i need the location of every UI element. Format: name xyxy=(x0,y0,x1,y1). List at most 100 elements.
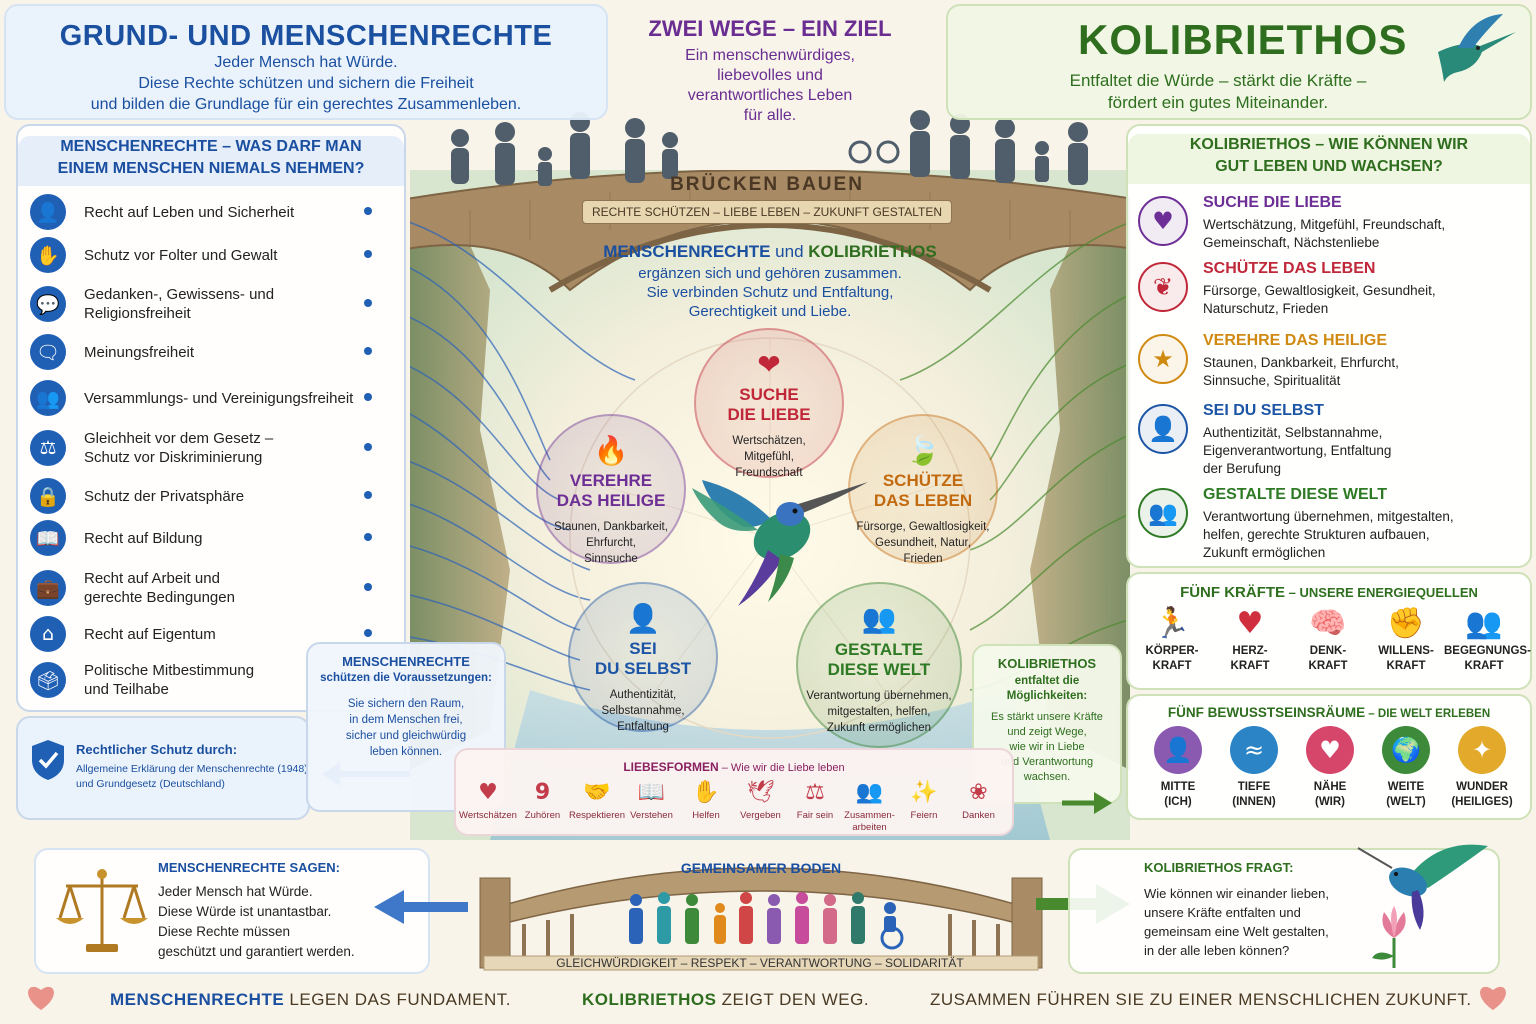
rights-note-subtitle: schützen die Voraussetzungen: xyxy=(320,672,492,684)
center-intro-part1: MENSCHENRECHTE xyxy=(603,242,771,261)
legal-text: Allgemeine Erklärung der Menschenrechte … xyxy=(76,763,308,790)
heart-icon: ♥ xyxy=(1138,196,1188,246)
heart-icon: ❤ xyxy=(757,348,781,381)
rooms-subtitle: – DIE WELT ERLEBEN xyxy=(1365,708,1491,720)
love-form-item: ✨Feiern xyxy=(892,780,956,822)
connector-dot xyxy=(364,393,372,401)
rights-list-item: 🗳Politische Mitbestimmung und Teilhabe xyxy=(30,660,372,700)
force-item: ♥ HERZ- KRAFT xyxy=(1210,606,1290,674)
header-right-title: KOLIBRIETHOS xyxy=(1078,16,1408,63)
speech-bubble-icon: 🗨 xyxy=(30,334,66,370)
bridge-subtitle: RECHTE SCHÜTZEN – LIEBE LEBEN – ZUKUNFT … xyxy=(582,200,952,224)
hummingbird-icon xyxy=(692,480,868,606)
hummingbird-with-flower-icon xyxy=(1357,844,1488,968)
scales-of-justice-icon xyxy=(56,869,148,952)
love-form-item: 🕊Vergeben xyxy=(729,780,793,822)
rights-item-label: Meinungsfreiheit xyxy=(84,343,195,361)
rooms-title: FÜNF BEWUSSTSEINSRÄUME xyxy=(1167,705,1366,720)
rights-list-item: 👤Recht auf Leben und Sicherheit xyxy=(30,192,372,232)
room-label: WEITE (WELT) xyxy=(1386,781,1426,808)
love-forms-title: LIEBESFORMEN xyxy=(623,760,719,774)
kolibri-item-text: Authentizität, Selbstannahme, Eigenveran… xyxy=(1203,425,1392,476)
connector-dot xyxy=(364,207,372,215)
consciousness-room-item: 🌍WEITE (WELT) xyxy=(1364,726,1448,810)
love-form-item: 👥Zusammen- arbeiten xyxy=(838,780,902,834)
helping-hand-icon: ✋ xyxy=(692,780,720,805)
kolibri-item-text: Fürsorge, Gewaltlosigkeit, Gesundheit, N… xyxy=(1203,283,1436,316)
circle-text: Wertschätzen, Mitgefühl, Freundschaft xyxy=(732,435,806,479)
connector-dot xyxy=(364,443,372,451)
right-panel-title: KOLIBRIETHOS – WIE KÖNNEN WIR GUT LEBEN … xyxy=(1128,134,1530,184)
connector-dot xyxy=(364,533,372,541)
leaf-icon: 🍃 xyxy=(905,434,941,467)
header-left-title: GRUND- UND MENSCHENRECHTE xyxy=(59,20,553,52)
hand-icon: ✋ xyxy=(30,237,66,273)
header-center-title: ZWEI WEGE – EIN ZIEL xyxy=(648,16,892,41)
right-kolibri-panel: KOLIBRIETHOS – WIE KÖNNEN WIR GUT LEBEN … xyxy=(1126,124,1532,568)
consciousness-room-item: 👤MITTE (ICH) xyxy=(1136,726,1220,810)
rights-list-item: 👥Versammlungs- und Vereinigungsfreiheit xyxy=(30,378,372,418)
love-form-item: 🤝Respektieren xyxy=(565,780,629,822)
center-intro-heading: MENSCHENRECHTE und KOLIBRIETHOS xyxy=(570,242,970,262)
rights-item-label: Gedanken-, Gewissens- und Religionsfreih… xyxy=(84,286,275,322)
rights-list-item: 📖Recht auf Bildung xyxy=(30,518,372,558)
left-rights-panel: MENSCHENRECHTE – WAS DARF MAN EINEM MENS… xyxy=(16,124,406,712)
scales-icon: ⚖ xyxy=(805,780,825,805)
force-item: 🏃KÖRPER- KRAFT xyxy=(1132,606,1212,674)
heart-icon xyxy=(1480,986,1506,1010)
book-icon: 📖 xyxy=(30,520,66,556)
love-form-label: Verstehen xyxy=(630,810,673,821)
footer-part2-text: ZEIGT DEN WEG. xyxy=(716,990,870,1009)
kolibri-note-title: KOLIBRIETHOS xyxy=(997,656,1097,671)
header-left-panel: GRUND- UND MENSCHENRECHTE Jeder Mensch h… xyxy=(4,4,608,120)
person-icon: 👤 xyxy=(625,602,661,635)
book-icon: 📖 xyxy=(637,780,666,805)
footer-part2-bold: KOLIBRIETHOS xyxy=(582,990,717,1009)
force-label: HERZ- KRAFT xyxy=(1230,645,1270,672)
love-form-label: Vergeben xyxy=(740,810,781,821)
love-form-item: ♥Wertschätzen xyxy=(456,780,520,822)
love-form-label: Fair sein xyxy=(796,810,834,821)
brain-icon: 🧠 xyxy=(1309,606,1347,641)
circle-text: Authentizität, Selbstannahme, Entfaltung xyxy=(601,689,685,733)
love-form-label: Feiern xyxy=(910,810,938,821)
footer-part1: MENSCHENRECHTE LEGEN DAS FUNDAMENT. xyxy=(110,990,511,1010)
kolibri-asks-title: KOLIBRIETHOS FRAGT: xyxy=(1144,860,1294,875)
arrow-left-large-icon xyxy=(374,890,468,924)
consciousness-room-item: ≈TIEFE (INNEN) xyxy=(1212,726,1296,810)
heart-icon: ♥ xyxy=(1236,606,1264,641)
consciousness-room-item: ✦WUNDER (HEILIGES) xyxy=(1440,726,1524,810)
kolibri-item-title: GESTALTE DIESE WELT xyxy=(1203,486,1387,503)
person-icon: 👤 xyxy=(1138,404,1188,454)
kolibri-item-text: Verantwortung übernehmen, mitgestalten, … xyxy=(1203,509,1454,560)
rights-item-label: Gleichheit vor dem Gesetz – Schutz vor D… xyxy=(84,430,274,466)
room-label: NÄHE (WIR) xyxy=(1313,781,1347,808)
kolibri-item-title: SCHÜTZE DAS LEBEN xyxy=(1203,260,1376,277)
arrow-right-icon xyxy=(1062,792,1112,814)
circle-title: SCHÜTZE DAS LEBEN xyxy=(873,471,973,510)
briefcase-icon: 💼 xyxy=(30,570,66,606)
love-form-label: Zuhören xyxy=(524,810,561,821)
force-item: ✊WILLENS- KRAFT xyxy=(1366,606,1446,674)
love-forms-panel: LIEBESFORMEN – Wie wir die Liebe leben xyxy=(454,748,1014,836)
kolibri-asks-text: Wie können wir einander lieben, unsere K… xyxy=(1144,886,1329,958)
love-form-item: ✋Helfen xyxy=(674,780,738,822)
rights-item-label: Recht auf Arbeit und gerechte Bedingunge… xyxy=(84,570,235,606)
love-forms-subtitle: – Wie wir die Liebe leben xyxy=(718,762,845,774)
fist-icon: ✊ xyxy=(1387,606,1425,641)
footer-part2: KOLIBRIETHOS ZEIGT DEN WEG. xyxy=(582,990,869,1010)
force-label: BEGEGNUNGS- KRAFT xyxy=(1444,645,1531,672)
header-left-text: Jeder Mensch hat Würde. Diese Rechte sch… xyxy=(90,54,522,113)
rights-item-label: Recht auf Eigentum xyxy=(84,625,216,643)
rights-list-item: ✋Schutz vor Folter und Gewalt xyxy=(30,235,372,275)
connector-dot xyxy=(364,299,372,307)
rights-say-box: MENSCHENRECHTE SAGEN: Jeder Mensch hat W… xyxy=(34,848,430,974)
force-label: KÖRPER- KRAFT xyxy=(1145,645,1199,672)
rights-list-item: 💬Gedanken-, Gewissens- und Religionsfrei… xyxy=(30,284,372,324)
rooms-heading: FÜNF BEWUSSTSEINSRÄUME – DIE WELT ERLEBE… xyxy=(1128,704,1530,722)
love-form-label: Wertschätzen xyxy=(459,810,517,821)
sparkle-icon: ✦ xyxy=(1458,726,1506,774)
rights-list-item: ⚖Gleichheit vor dem Gesetz – Schutz vor … xyxy=(30,428,372,468)
rights-list-item: 💼 Recht auf Arbeit und gerechte Bedingung… xyxy=(30,568,372,608)
